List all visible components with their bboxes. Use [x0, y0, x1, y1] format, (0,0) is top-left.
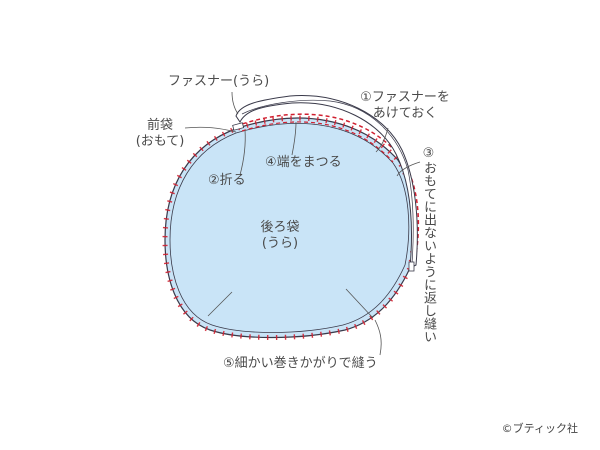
copyright-credit: ©ブティック社: [501, 422, 578, 435]
step1-label: ①ファスナーを あけておく: [355, 90, 455, 122]
back-bag-shape: [164, 117, 415, 339]
zipper-line: [241, 99, 414, 265]
zipper-end-left: [232, 122, 245, 131]
step3-label: ③おもてに出ないように返し縫い: [421, 146, 436, 343]
front-bag-label: 前袋 (おもて): [132, 118, 188, 150]
step4-label: ④端をまつる: [265, 155, 342, 170]
back-bag-label-line1: 後ろ袋: [260, 220, 300, 235]
step2-label: ②折る: [208, 173, 246, 188]
zipper-end-right: [408, 261, 415, 272]
step1-label-line1: ①ファスナーを: [360, 90, 450, 105]
front-bag-label-line2: (おもて): [135, 134, 185, 149]
back-bag-label-line2: (うら): [261, 236, 299, 251]
front-bag-label-line1: 前袋: [146, 118, 173, 133]
step5-label: ⑤細かい巻きかがりで縫う: [223, 356, 378, 371]
back-bag-label: 後ろ袋 (うら): [248, 220, 312, 252]
step1-label-line2: あけておく: [372, 106, 438, 121]
seam-outline: [169, 123, 410, 333]
leader-lines: [184, 91, 421, 356]
zipper-back-label: ファスナー(うら): [168, 74, 270, 89]
